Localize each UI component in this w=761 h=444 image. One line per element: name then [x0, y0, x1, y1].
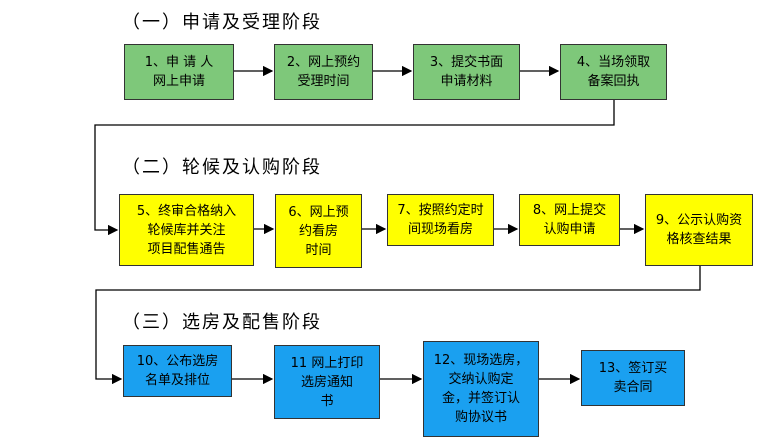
step-3-box: 3、提交书面 申请材料 [413, 44, 520, 100]
step-6-box: 6、网上预 约看房 时间 [275, 194, 362, 268]
step-7-box: 7、按照约定时 间现场看房 [387, 194, 494, 246]
stage-3-title: （三）选房及配售阶段 [122, 312, 322, 333]
step-12-box: 12、现场选房， 交纳认购定 金，并签订认 购协议书 [423, 341, 539, 437]
step-4-box: 4、当场领取 备案回执 [560, 44, 667, 100]
arrow-9-10 [95, 266, 701, 385]
step-5-box: 5、终审合格纳入 轮候库并关注 项目配售通告 [119, 194, 254, 266]
arrow-4-5 [94, 100, 615, 236]
step-9-box: 9、公示认购资 格核查结果 [645, 194, 753, 266]
step-1-box: 1、申 请 人 网上申请 [124, 44, 234, 100]
stage-2-title: （二）轮候及认购阶段 [122, 157, 322, 178]
step-8-box: 8、网上提交 认购申请 [519, 194, 620, 246]
step-2-box: 2、网上预约 受理时间 [274, 44, 373, 100]
step-13-box: 13、签订买 卖合同 [581, 350, 685, 406]
step-11-box: 11 网上打印 选房通知 书 [274, 345, 380, 419]
step-10-box: 10、公布选房 名单及排位 [123, 345, 232, 397]
stage-1-title: （一）申请及受理阶段 [122, 12, 322, 33]
